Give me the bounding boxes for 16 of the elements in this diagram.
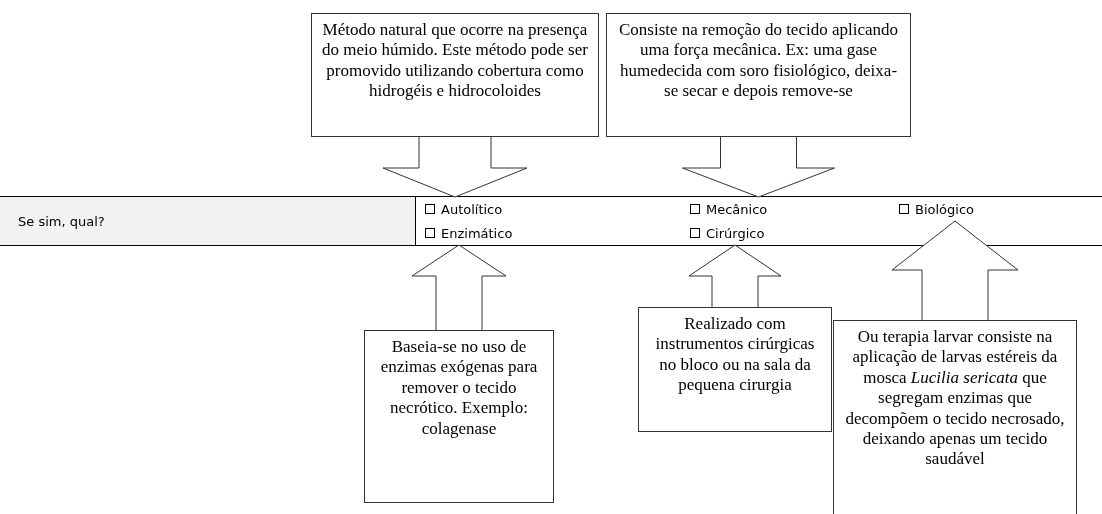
block-arrow <box>682 136 835 198</box>
callout-text-box: Realizado com instrumentos cirúrgicas no bloco ou na sala da pequena cirurgia <box>638 307 832 432</box>
block-arrow <box>891 220 1019 321</box>
callout-text-box: Consiste na remoção do tecido aplicando uma força mecânica. Ex: uma gase humedecida com soro fisiológico, deixa-se secar e depois remove-se <box>606 13 911 137</box>
option-label: Cirúrgico <box>706 225 765 241</box>
option-label: Autolítico <box>441 201 503 217</box>
option-label: Mecânico <box>706 201 768 217</box>
option-label: Enzimático <box>441 225 513 241</box>
block-arrow <box>382 136 528 198</box>
callout-text-box: Ou terapia larvar consiste na aplicação de larvas estéreis da mosca Lucilia sericata que segregam enzimas que decompõem o tecido necrosado, deixando apenas um tecido saudável <box>833 320 1077 514</box>
block-arrow <box>411 244 507 331</box>
block-arrow <box>688 244 782 308</box>
table-row-label: Se sim, qual? <box>0 197 415 245</box>
option-label: Biológico <box>915 201 974 217</box>
callout-text-box: Baseia-se no uso de enzimas exógenas para remover o tecido necrótico. Exemplo: colagenase <box>364 330 554 503</box>
callout-text-box: Método natural que ocorre na presença do meio húmido. Este método pode ser promovido utilizando cobertura como hidrogéis e hidrocoloides <box>311 13 599 137</box>
